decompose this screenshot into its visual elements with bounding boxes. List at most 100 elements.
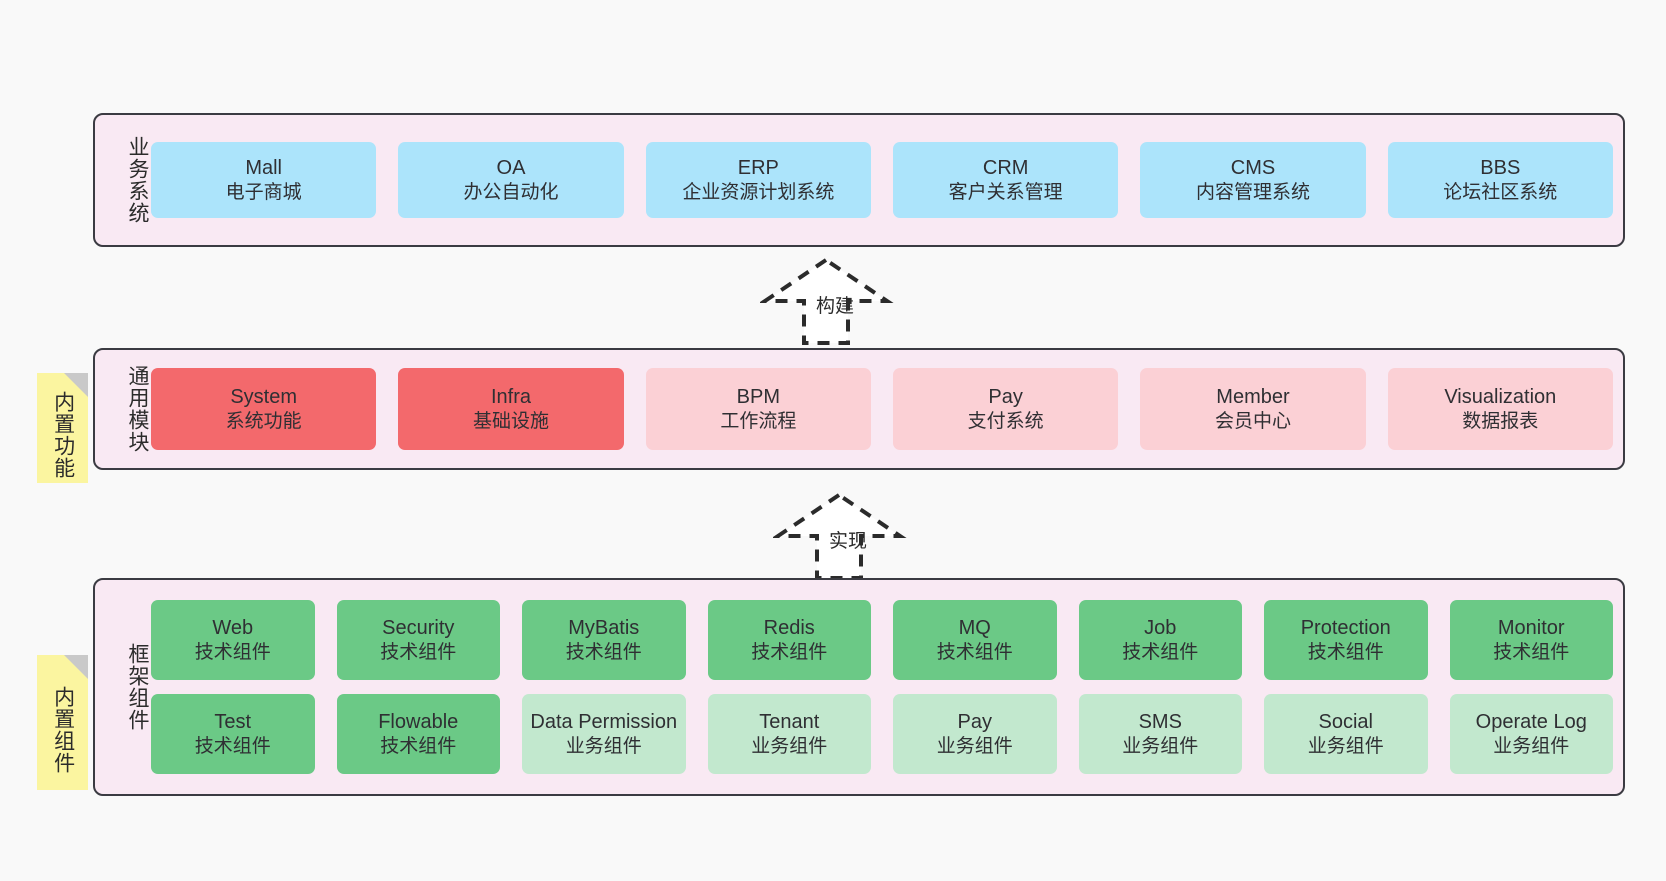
- dashed-up-arrow-icon: [758, 257, 894, 345]
- node-bbs[interactable]: BBS 论坛社区系统: [1387, 142, 1613, 218]
- node-title: BBS: [1480, 157, 1521, 180]
- node-system[interactable]: System 系统功能: [151, 368, 377, 450]
- node-subtitle: 系统功能: [225, 410, 302, 432]
- sticky-note-builtin-features: 内置功能: [37, 373, 88, 483]
- node-subtitle: 工作流程: [720, 410, 797, 432]
- node-tenant[interactable]: Tenant 业务组件: [707, 694, 871, 774]
- node-title: CMS: [1230, 157, 1276, 180]
- node-cms[interactable]: CMS 内容管理系统: [1140, 142, 1366, 218]
- node-subtitle: 业务组件: [1122, 735, 1199, 757]
- node-subtitle: 业务组件: [936, 735, 1013, 757]
- node-operate-log[interactable]: Operate Log 业务组件: [1449, 694, 1613, 774]
- node-web[interactable]: Web 技术组件: [151, 600, 315, 680]
- layer-panel-framework-components: 框架组件 Web 技术组件 Security 技术组件 MyBatis 技术组件…: [93, 578, 1625, 796]
- node-member[interactable]: Member 会员中心: [1140, 368, 1366, 450]
- connector-label-build: 构建: [816, 296, 855, 317]
- layer-body-business-systems: Mall 电子商城 OA 办公自动化 ERP 企业资源计划系统 CRM 客户关系…: [149, 115, 1623, 245]
- node-subtitle: 业务组件: [565, 735, 642, 757]
- layer-label-common-modules: 通用模块: [126, 365, 149, 453]
- node-subtitle: 电子商城: [225, 181, 302, 203]
- node-title: Flowable: [378, 711, 459, 734]
- node-subtitle: 基础设施: [472, 410, 549, 432]
- layer-body-common-modules: System 系统功能 Infra 基础设施 BPM 工作流程 Pay 支付系统…: [149, 350, 1623, 468]
- node-subtitle: 技术组件: [194, 735, 271, 757]
- node-title: Operate Log: [1475, 711, 1587, 734]
- layer-label-framework-components: 框架组件: [126, 643, 149, 731]
- node-title: MQ: [958, 617, 991, 640]
- node-subtitle: 支付系统: [967, 410, 1044, 432]
- node-subtitle: 技术组件: [1307, 641, 1384, 663]
- node-security[interactable]: Security 技术组件: [336, 600, 500, 680]
- node-title: Pay: [957, 711, 992, 734]
- node-monitor[interactable]: Monitor 技术组件: [1449, 600, 1613, 680]
- node-data-permission[interactable]: Data Permission 业务组件: [522, 694, 686, 774]
- node-subtitle: 会员中心: [1214, 410, 1291, 432]
- connector-implement: 实现: [771, 490, 913, 580]
- node-mq[interactable]: MQ 技术组件: [893, 600, 1057, 680]
- node-subtitle: 技术组件: [380, 641, 457, 663]
- node-title: Tenant: [759, 711, 820, 734]
- node-bpm[interactable]: BPM 工作流程: [645, 368, 871, 450]
- node-subtitle: 业务组件: [1307, 735, 1384, 757]
- node-title: Test: [214, 711, 252, 734]
- node-subtitle: 数据报表: [1462, 410, 1539, 432]
- node-mybatis[interactable]: MyBatis 技术组件: [522, 600, 686, 680]
- node-pay-component[interactable]: Pay 业务组件: [893, 694, 1057, 774]
- node-row: System 系统功能 Infra 基础设施 BPM 工作流程 Pay 支付系统…: [151, 368, 1613, 450]
- node-title: Security: [382, 617, 455, 640]
- node-subtitle: 客户关系管理: [948, 181, 1063, 203]
- layer-body-framework-components: Web 技术组件 Security 技术组件 MyBatis 技术组件 Redi…: [149, 580, 1623, 794]
- node-subtitle: 企业资源计划系统: [682, 181, 835, 203]
- node-row: Test 技术组件 Flowable 技术组件 Data Permission …: [151, 694, 1613, 774]
- node-subtitle: 技术组件: [936, 641, 1013, 663]
- node-title: Job: [1144, 617, 1177, 640]
- node-test[interactable]: Test 技术组件: [151, 694, 315, 774]
- node-title: Pay: [988, 386, 1023, 409]
- node-title: Member: [1216, 386, 1290, 409]
- node-title: Visualization: [1444, 386, 1557, 409]
- node-subtitle: 办公自动化: [463, 181, 559, 203]
- node-redis[interactable]: Redis 技术组件: [707, 600, 871, 680]
- node-subtitle: 内容管理系统: [1195, 181, 1310, 203]
- layer-panel-business-systems: 业务系统 Mall 电子商城 OA 办公自动化 ERP 企业资源计划系统 CRM…: [93, 113, 1625, 247]
- node-title: Redis: [763, 617, 815, 640]
- node-pay[interactable]: Pay 支付系统: [892, 368, 1119, 450]
- sticky-note-text: 内置组件: [51, 685, 75, 774]
- node-subtitle: 业务组件: [1493, 735, 1570, 757]
- node-erp[interactable]: ERP 企业资源计划系统: [645, 142, 871, 218]
- node-subtitle: 技术组件: [1122, 641, 1199, 663]
- connector-label-implement: 实现: [829, 531, 868, 552]
- node-title: SMS: [1138, 711, 1182, 734]
- node-title: MyBatis: [568, 617, 640, 640]
- node-visualization[interactable]: Visualization 数据报表: [1387, 368, 1613, 450]
- node-row: Mall 电子商城 OA 办公自动化 ERP 企业资源计划系统 CRM 客户关系…: [151, 142, 1613, 218]
- node-title: OA: [496, 157, 526, 180]
- node-subtitle: 技术组件: [380, 735, 457, 757]
- node-subtitle: 技术组件: [1493, 641, 1570, 663]
- node-title: System: [230, 386, 297, 409]
- node-title: Data Permission: [530, 711, 678, 734]
- node-flowable[interactable]: Flowable 技术组件: [336, 694, 500, 774]
- node-protection[interactable]: Protection 技术组件: [1264, 600, 1428, 680]
- node-mall[interactable]: Mall 电子商城: [151, 142, 377, 218]
- sticky-note-builtin-components: 内置组件: [37, 655, 88, 790]
- node-title: ERP: [737, 157, 779, 180]
- layer-label-business-systems: 业务系统: [126, 136, 149, 224]
- layer-panel-common-modules: 通用模块 System 系统功能 Infra 基础设施 BPM 工作流程 Pay…: [93, 348, 1625, 470]
- node-job[interactable]: Job 技术组件: [1078, 600, 1242, 680]
- node-oa[interactable]: OA 办公自动化: [398, 142, 624, 218]
- node-subtitle: 技术组件: [751, 641, 828, 663]
- node-subtitle: 技术组件: [194, 641, 271, 663]
- node-title: Social: [1318, 711, 1373, 734]
- node-infra[interactable]: Infra 基础设施: [398, 368, 624, 450]
- node-title: Protection: [1300, 617, 1391, 640]
- node-sms[interactable]: SMS 业务组件: [1078, 694, 1242, 774]
- node-title: Monitor: [1497, 617, 1565, 640]
- node-subtitle: 论坛社区系统: [1443, 181, 1558, 203]
- node-subtitle: 技术组件: [565, 641, 642, 663]
- node-social[interactable]: Social 业务组件: [1264, 694, 1428, 774]
- node-title: Web: [212, 617, 254, 640]
- node-crm[interactable]: CRM 客户关系管理: [892, 142, 1119, 218]
- node-subtitle: 业务组件: [751, 735, 828, 757]
